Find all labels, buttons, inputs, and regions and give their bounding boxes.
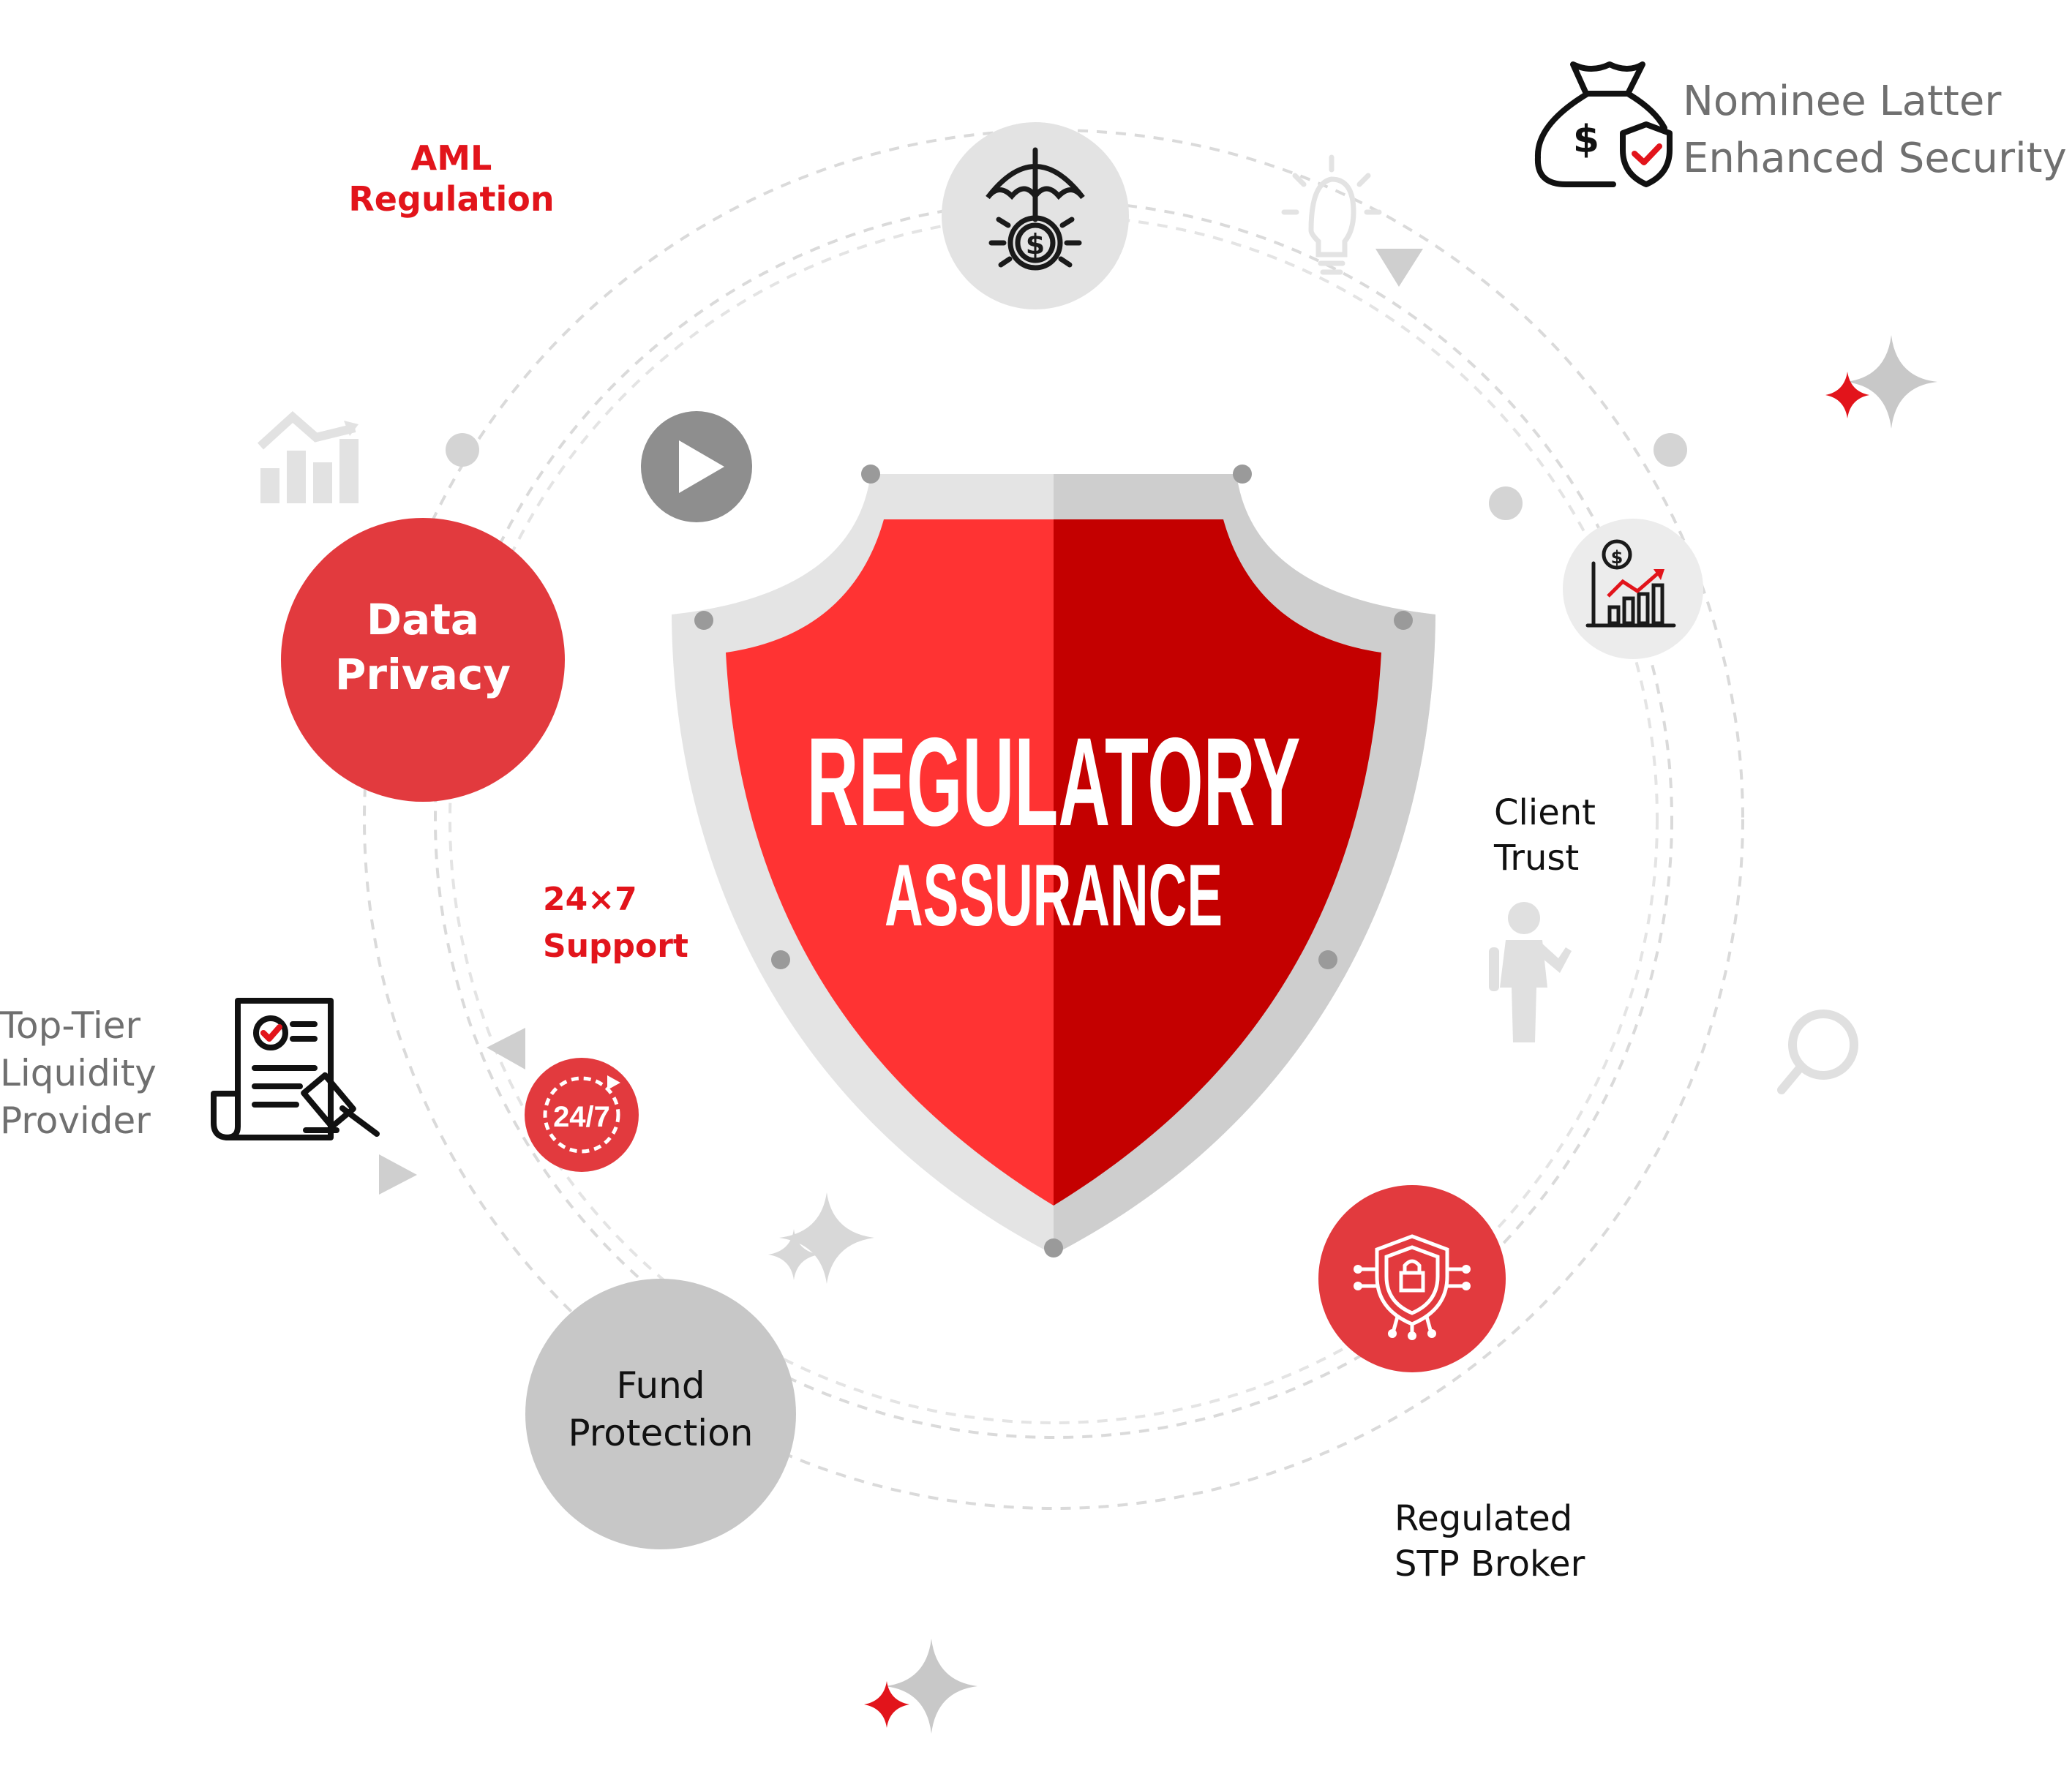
outer-orbit bbox=[363, 129, 1744, 1510]
label-line: Support bbox=[543, 927, 688, 965]
support-label: 24×7 Support bbox=[543, 876, 688, 970]
magnifier-icon bbox=[1777, 1010, 1858, 1094]
shield-title: REGULATORY bbox=[807, 712, 1301, 852]
label-line: Data bbox=[366, 595, 480, 644]
rivet bbox=[694, 611, 713, 630]
client-trust-label: Client Trust bbox=[1494, 790, 1596, 881]
label-line: Privacy bbox=[334, 650, 511, 700]
orbit-dot bbox=[1654, 433, 1687, 467]
label-line: 24×7 bbox=[543, 881, 637, 918]
shield-lock-circuit-icon bbox=[1318, 1185, 1506, 1372]
svg-text:$: $ bbox=[1026, 228, 1045, 260]
shield-face-left bbox=[726, 519, 1054, 1206]
fund-protection-circle bbox=[525, 1279, 796, 1549]
sparkle-icon bbox=[1825, 335, 1937, 429]
label-line: Liquidity bbox=[0, 1052, 157, 1094]
rivet bbox=[1233, 465, 1252, 484]
data-privacy-circle bbox=[281, 518, 565, 802]
person-icon bbox=[1489, 902, 1572, 1042]
play-icon[interactable] bbox=[641, 411, 752, 522]
label-line: AML bbox=[410, 138, 492, 178]
orbit-dot bbox=[446, 433, 479, 467]
label-line: Regulated bbox=[1395, 1498, 1573, 1539]
nominee-security-label: Nominee Latter Enhanced Security bbox=[1683, 73, 2067, 188]
label-line: Client bbox=[1494, 792, 1596, 833]
label-line: STP Broker bbox=[1395, 1544, 1585, 1585]
svg-text:$: $ bbox=[1611, 547, 1624, 568]
label-line: Enhanced Security bbox=[1683, 135, 2067, 183]
rivet bbox=[861, 465, 880, 484]
orbit-dots bbox=[446, 433, 1687, 520]
orbit-dot bbox=[1489, 486, 1523, 520]
sparkle-icon bbox=[768, 1192, 874, 1284]
rivet bbox=[1318, 950, 1337, 969]
aml-regulation-label: AML Regulation bbox=[338, 138, 565, 219]
shield: REGULATORY ASSURANCE bbox=[672, 465, 1435, 1257]
document-gavel-icon bbox=[211, 998, 380, 1140]
arrow-icon bbox=[487, 1028, 525, 1069]
label-line: Provider bbox=[0, 1099, 151, 1142]
label-line: Protection bbox=[568, 1412, 754, 1454]
data-privacy-label: Data Privacy bbox=[293, 593, 553, 703]
money-bag-shield-icon bbox=[1534, 61, 1673, 187]
shield-subtitle: ASSURANCE bbox=[885, 846, 1223, 944]
fund-protection-label: Fund Protection bbox=[527, 1362, 795, 1457]
sparkle-icon bbox=[864, 1639, 977, 1734]
chart-growth-icon: $ bbox=[1563, 519, 1703, 659]
bar-chart-icon bbox=[257, 410, 359, 503]
badge-247-label: 24/7 bbox=[553, 1101, 610, 1133]
orbit-arrows bbox=[379, 249, 1423, 1195]
rivet bbox=[1394, 611, 1413, 630]
label-line: Top-Tier bbox=[0, 1004, 141, 1047]
rivet bbox=[1044, 1238, 1063, 1257]
lightbulb-icon bbox=[1281, 154, 1382, 275]
rivet bbox=[771, 950, 790, 969]
label-line: Regulation bbox=[348, 179, 555, 219]
label-line: Nominee Latter bbox=[1683, 78, 2002, 125]
label-line: Fund bbox=[616, 1364, 705, 1407]
money-bag-dollar: $ bbox=[1573, 118, 1599, 162]
stp-broker-label: Regulated STP Broker bbox=[1395, 1496, 1585, 1587]
shield-face-right bbox=[1054, 519, 1381, 1206]
umbrella-dollar-icon: $ bbox=[942, 122, 1129, 309]
arrow-icon bbox=[1375, 249, 1423, 287]
liquidity-provider-label: Top-Tier Liquidity Provider bbox=[0, 1002, 157, 1145]
shield-rivets bbox=[694, 465, 1413, 1257]
support-247-icon: 24/7 bbox=[525, 1058, 639, 1172]
arrow-icon bbox=[379, 1154, 417, 1195]
label-line: Trust bbox=[1494, 838, 1580, 879]
